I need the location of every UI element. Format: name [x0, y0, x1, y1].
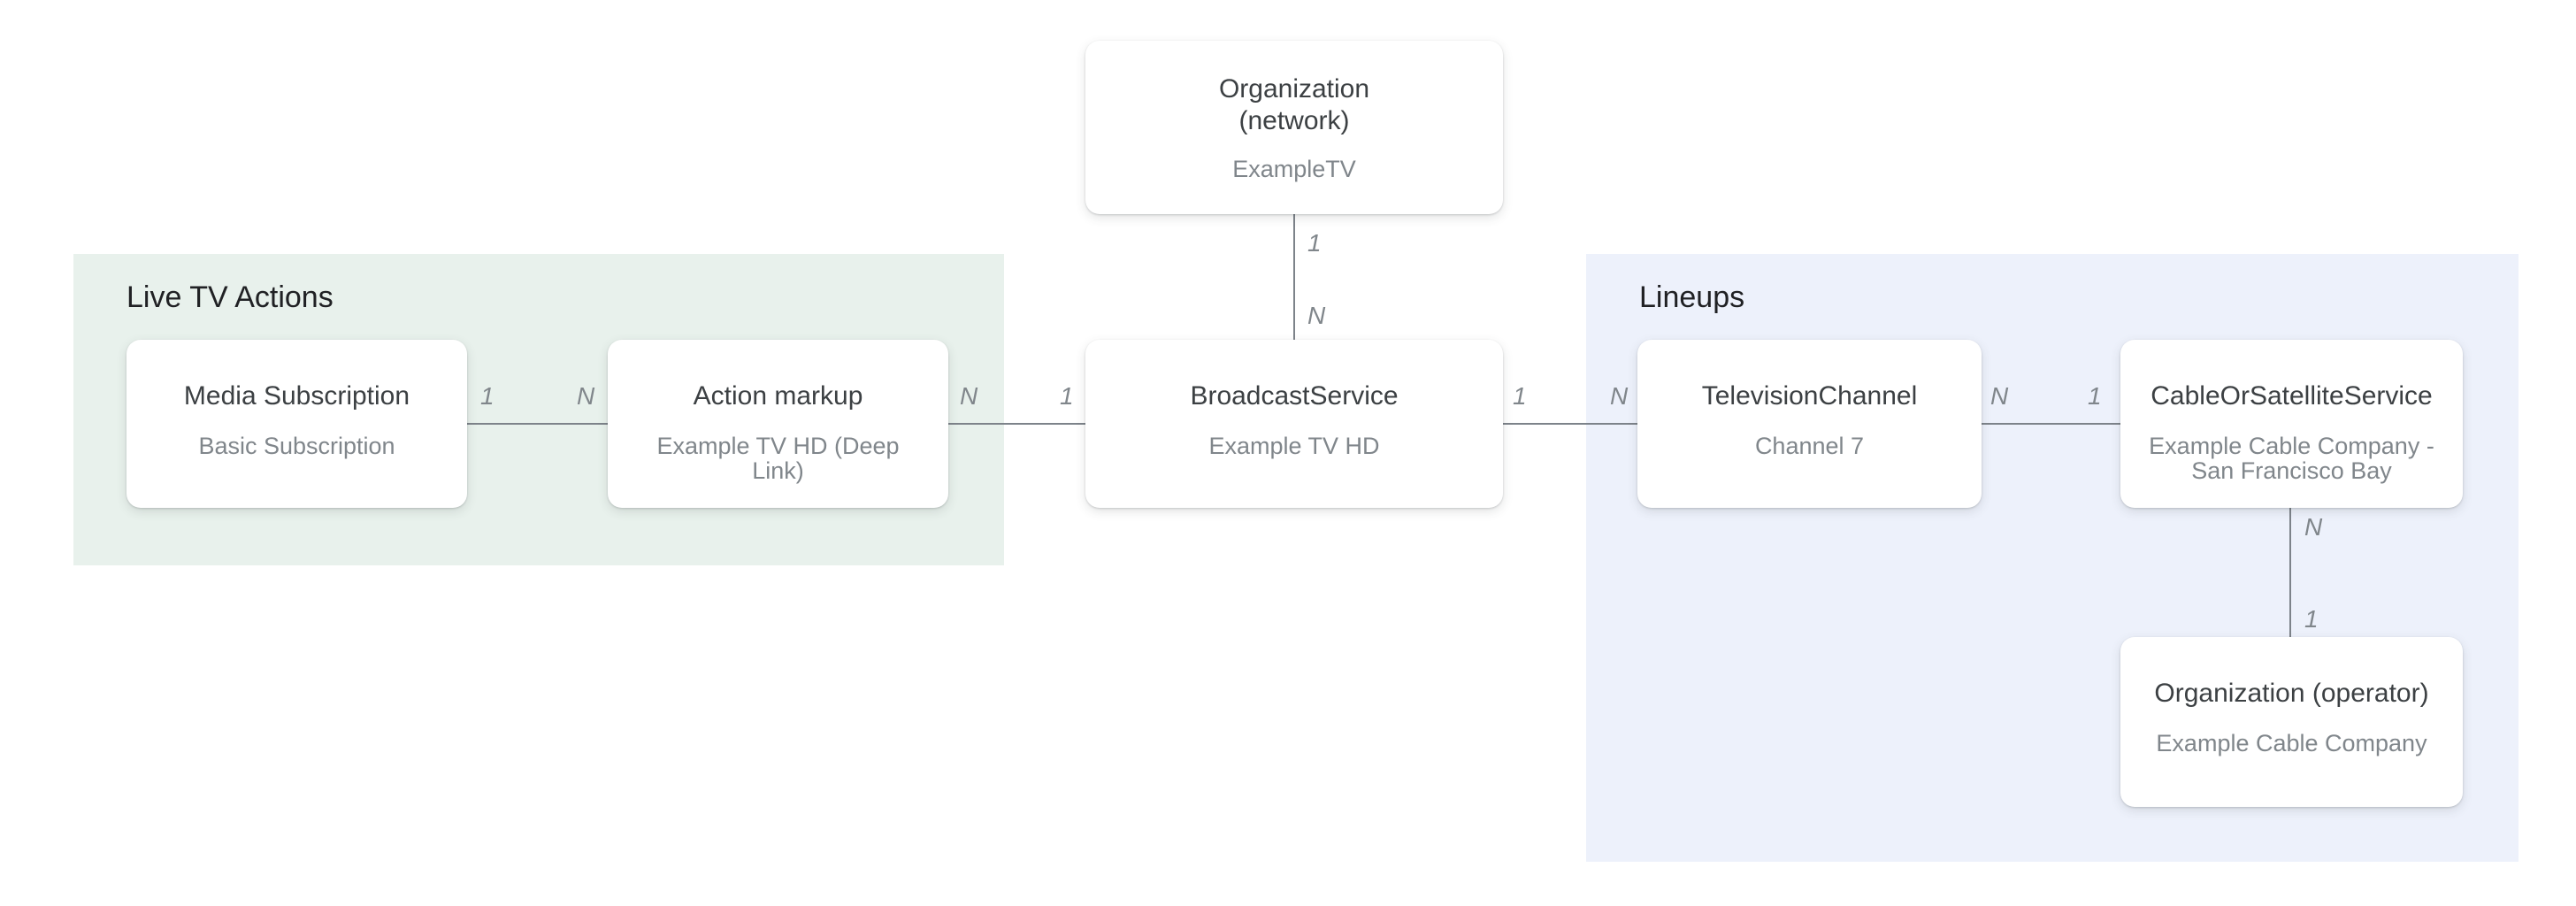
cardinality-media-to-action-from: 1: [480, 382, 494, 410]
cardinality-network-to-broadcast-from: 1: [1307, 229, 1322, 257]
node-subtitle: ExampleTV: [1232, 156, 1356, 182]
node-action-markup: Action markup Example TV HD (Deep Link): [608, 340, 948, 508]
node-title: TelevisionChannel: [1701, 381, 1918, 411]
node-television-channel: TelevisionChannel Channel 7: [1637, 340, 1982, 508]
connector-channel-to-cable: [1982, 423, 2120, 425]
cardinality-cable-to-operator-from: N: [2304, 513, 2323, 541]
cardinality-broadcast-to-channel-to: N: [1610, 382, 1629, 410]
cardinality-media-to-action-to: N: [577, 382, 595, 410]
cardinality-channel-to-cable-from: N: [1990, 382, 2009, 410]
cardinality-broadcast-to-channel-from: 1: [1513, 382, 1527, 410]
region-title-lineups: Lineups: [1639, 280, 1745, 314]
connector-broadcast-to-channel: [1503, 423, 1637, 425]
cardinality-network-to-broadcast-to: N: [1307, 302, 1326, 329]
cardinality-action-to-broadcast-to: 1: [1060, 382, 1074, 410]
node-subtitle: Basic Subscription: [198, 433, 395, 459]
connector-network-to-broadcast: [1293, 214, 1295, 340]
node-subtitle: Example Cable Company: [2156, 730, 2427, 756]
cardinality-action-to-broadcast-from: N: [960, 382, 978, 410]
node-subtitle: Channel 7: [1754, 433, 1865, 459]
node-subtitle: Example TV HD: [1208, 433, 1380, 459]
cardinality-channel-to-cable-to: 1: [2088, 382, 2102, 410]
node-title: Action markup: [693, 381, 863, 411]
node-media-subscription: Media Subscription Basic Subscription: [126, 340, 467, 508]
cardinality-cable-to-operator-to: 1: [2304, 605, 2319, 633]
node-subtitle: Example TV HD (Deep Link): [656, 433, 900, 484]
node-title: CableOrSatelliteService: [2150, 381, 2433, 411]
region-title-live-tv-actions: Live TV Actions: [126, 280, 334, 314]
node-title: BroadcastService: [1190, 381, 1399, 411]
node-organization-network: Organization (network) ExampleTV: [1085, 41, 1503, 214]
connector-action-to-broadcast: [948, 423, 1085, 425]
node-title: Organization (operator): [2154, 679, 2429, 708]
node-cable-or-satellite-service: CableOrSatelliteService Example Cable Co…: [2120, 340, 2463, 508]
connector-media-to-action: [467, 423, 608, 425]
node-title: Organization (network): [1218, 74, 1370, 135]
connector-cable-to-operator: [2289, 508, 2291, 637]
node-title: Media Subscription: [183, 381, 410, 411]
node-organization-operator: Organization (operator) Example Cable Co…: [2120, 637, 2463, 807]
node-broadcast-service: BroadcastService Example TV HD: [1085, 340, 1503, 508]
node-subtitle: Example Cable Company - San Francisco Ba…: [2149, 433, 2434, 484]
